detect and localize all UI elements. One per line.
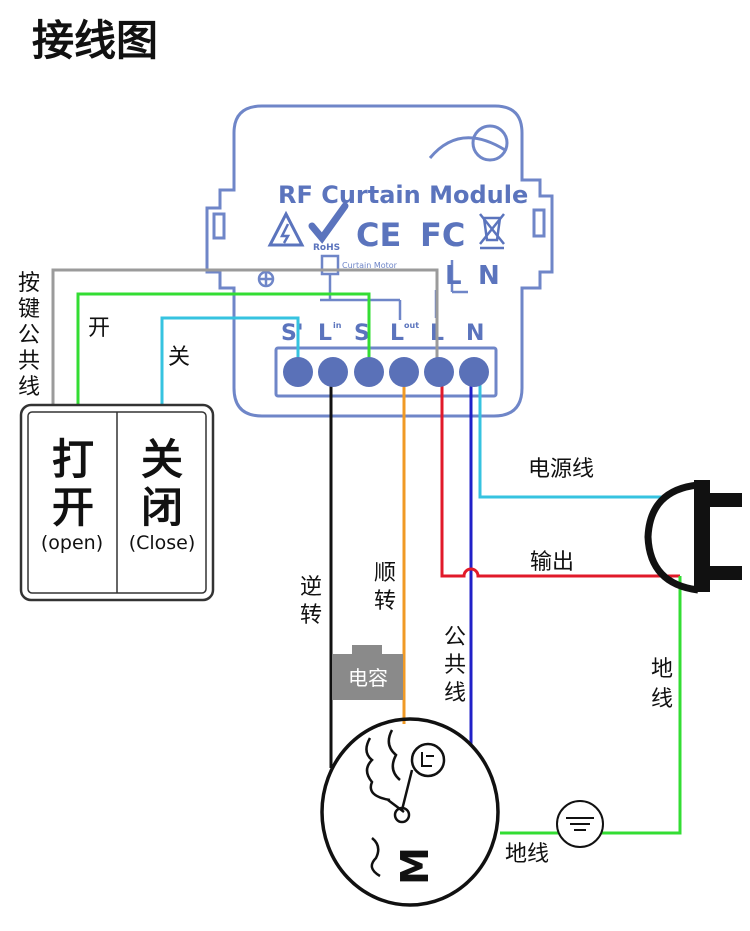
close-button-english: (Close): [129, 532, 196, 554]
terminal-label-s-prime: S': [281, 321, 304, 346]
left-tab: [212, 212, 226, 240]
terminal-label-l-in-sub: in: [333, 321, 342, 330]
rohs-check-icon: [308, 202, 349, 244]
open-wire: [76, 292, 371, 408]
terminal-labels: S' L in S L out L N: [281, 321, 484, 346]
close-wire-label: 关: [168, 345, 190, 370]
output-wire: [440, 380, 680, 578]
reverse-label: 逆转: [300, 575, 322, 628]
terminal-s: [354, 357, 384, 387]
terminal-l-in: [318, 357, 348, 387]
terminal-s-prime: [283, 357, 313, 387]
open-button-english: (open): [41, 532, 103, 554]
module-outline: [205, 104, 554, 418]
terminal-label-s: S: [354, 321, 370, 346]
power-plug-icon: [644, 480, 742, 594]
capacitor: [333, 645, 403, 700]
top-l-label: L: [445, 261, 462, 291]
open-button-char-2: 开: [52, 483, 94, 532]
reverse-label-text: 逆转: [300, 575, 322, 628]
output-label: 输出: [530, 550, 574, 575]
page-title: 接线图: [32, 16, 158, 65]
right-tab: [532, 208, 546, 238]
thermal-protector-icon: [410, 742, 446, 778]
close-button-char-2: 闭: [141, 483, 183, 532]
terminal-n: [459, 357, 489, 387]
wall-switch: [19, 403, 215, 602]
common-key-wire-label-text: 按键公共线: [18, 271, 40, 400]
common-wire-label: 公共线: [444, 625, 466, 706]
ground-symbol: [556, 800, 604, 848]
power-wire: [478, 380, 665, 499]
wires: [51, 268, 682, 835]
motor-housing: [320, 717, 500, 907]
terminal-screws: [283, 357, 489, 387]
inner-label: Curtain Motor: [342, 261, 398, 270]
ground-wire: [600, 576, 682, 835]
capacitor-label: 电容: [348, 666, 388, 690]
weee-bin-icon: [479, 213, 505, 250]
rohs-label: RoHS: [313, 243, 340, 253]
close-button-char-1: 关: [141, 435, 183, 484]
terminal-label-l-out: L: [390, 321, 404, 346]
open-wire-label: 开: [88, 316, 110, 341]
power-wire-label: 电源线: [528, 457, 594, 482]
mounting-hole-ring: [471, 124, 509, 162]
ground-wire-bottom-label: 地线: [505, 842, 549, 867]
motor-symbol: M: [393, 847, 437, 885]
rf-curtain-module: [205, 104, 554, 418]
common-wire-label-text: 公共线: [444, 625, 466, 706]
terminal-block: [274, 346, 498, 398]
terminal-label-n: N: [466, 321, 484, 346]
ce-mark: CE: [356, 216, 401, 254]
terminal-label-l-in: L: [318, 321, 332, 346]
forward-label-text: 顺转: [374, 561, 396, 614]
terminal-label-l-out-sub: out: [404, 321, 419, 330]
terminal-l: [424, 357, 454, 387]
ground-wire-right-label: 地线: [651, 657, 673, 712]
top-n-label: N: [478, 261, 500, 291]
open-button-char-1: 打: [52, 435, 94, 484]
mounting-hole: [428, 136, 506, 159]
fc-mark: FC: [420, 216, 465, 254]
ground-wire-right-label-text: 地线: [651, 657, 673, 712]
common-key-wire-label: 按键公共线: [18, 271, 40, 400]
terminal-l-out: [389, 357, 419, 387]
close-wire: [160, 316, 300, 408]
motor: [320, 717, 500, 907]
forward-label: 顺转: [374, 561, 396, 614]
module-name: RF Curtain Module: [278, 181, 528, 209]
common-key-wire: [51, 268, 439, 408]
warning-triangle-icon: [267, 210, 305, 247]
